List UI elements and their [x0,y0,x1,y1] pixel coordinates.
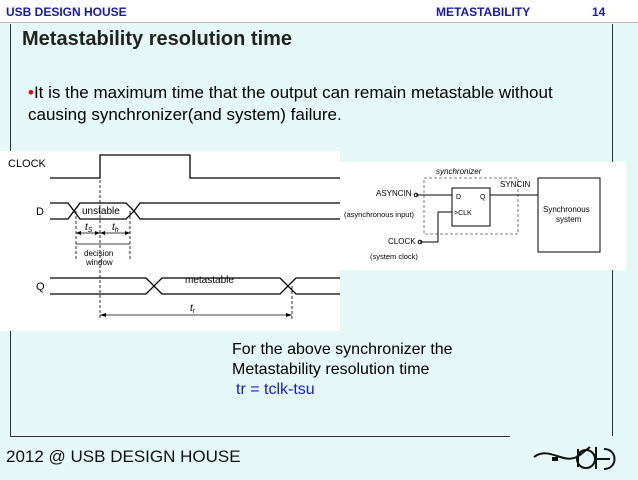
footer-text: 2012 @ USB DESIGN HOUSE [6,447,241,466]
note-line-2: Metastability resolution time [232,361,430,378]
synchronous-system-box [537,177,601,253]
slide-number: 14 [592,5,606,19]
clock-label: CLOCK [388,237,416,246]
footer-divider [10,436,510,437]
th-subscript: h [115,227,119,234]
q-waveform-bottom [50,285,340,295]
async-note: (asynchronous input) [344,210,415,219]
d-waveform-bottom [50,209,340,220]
bullet-body: It is the maximum time that the output c… [28,83,553,124]
decision-label-1: decision [84,249,113,258]
unstable-label: unstable [82,206,120,217]
usb-logo-icon [530,437,622,480]
flip-flop-block [451,187,491,227]
clock-note: (system clock) [370,252,418,261]
header-bar: USB DESIGN HOUSE METASTABILITY 14 [0,0,638,23]
q-label: Q [36,281,45,293]
pin-clk: >CLK [454,210,472,217]
slide-title: Metastability resolution time [22,28,293,50]
synchronous-system-label-1: Synchronous [543,205,590,214]
synchronizer-title: synchronizer [436,167,482,176]
syncin-label: SYNCIN [500,180,530,189]
synchronous-system-label-2: system [556,215,582,224]
bullet-text: •It is the maximum time that the output … [28,82,614,126]
formula: tr = tclk-tsu [236,381,315,398]
note-line-1: For the above synchronizer the [232,341,453,358]
clock-label: CLOCK [8,158,47,170]
d-waveform-top [50,202,340,213]
asyncin-label: ASYNCIN [376,189,412,198]
header-topic: METASTABILITY [436,5,531,19]
th-label: th [112,222,119,234]
clock-waveform [50,154,340,179]
pin-q: Q [480,194,486,201]
ts-label: tS [85,222,93,234]
timing-diagram: CLOCK D Q unstable tS th decision window… [0,151,340,331]
synchronizer-schematic: synchronizer D Q >CLK ASYNCIN (asynchron… [340,162,626,270]
header-brand: USB DESIGN HOUSE [6,5,127,19]
q-waveform-top [50,277,340,287]
synchronizer-box [423,177,519,235]
note-text: For the above synchronizer the Metastabi… [232,340,453,400]
d-label: D [36,206,44,218]
tr-subscript: r [193,308,196,315]
pin-d: D [456,194,461,201]
bullet-marker: • [28,83,34,102]
metastable-label: metastable [185,275,234,286]
ts-subscript: S [88,227,93,234]
tr-label: tr [190,303,196,315]
decision-label-2: window [85,258,113,267]
